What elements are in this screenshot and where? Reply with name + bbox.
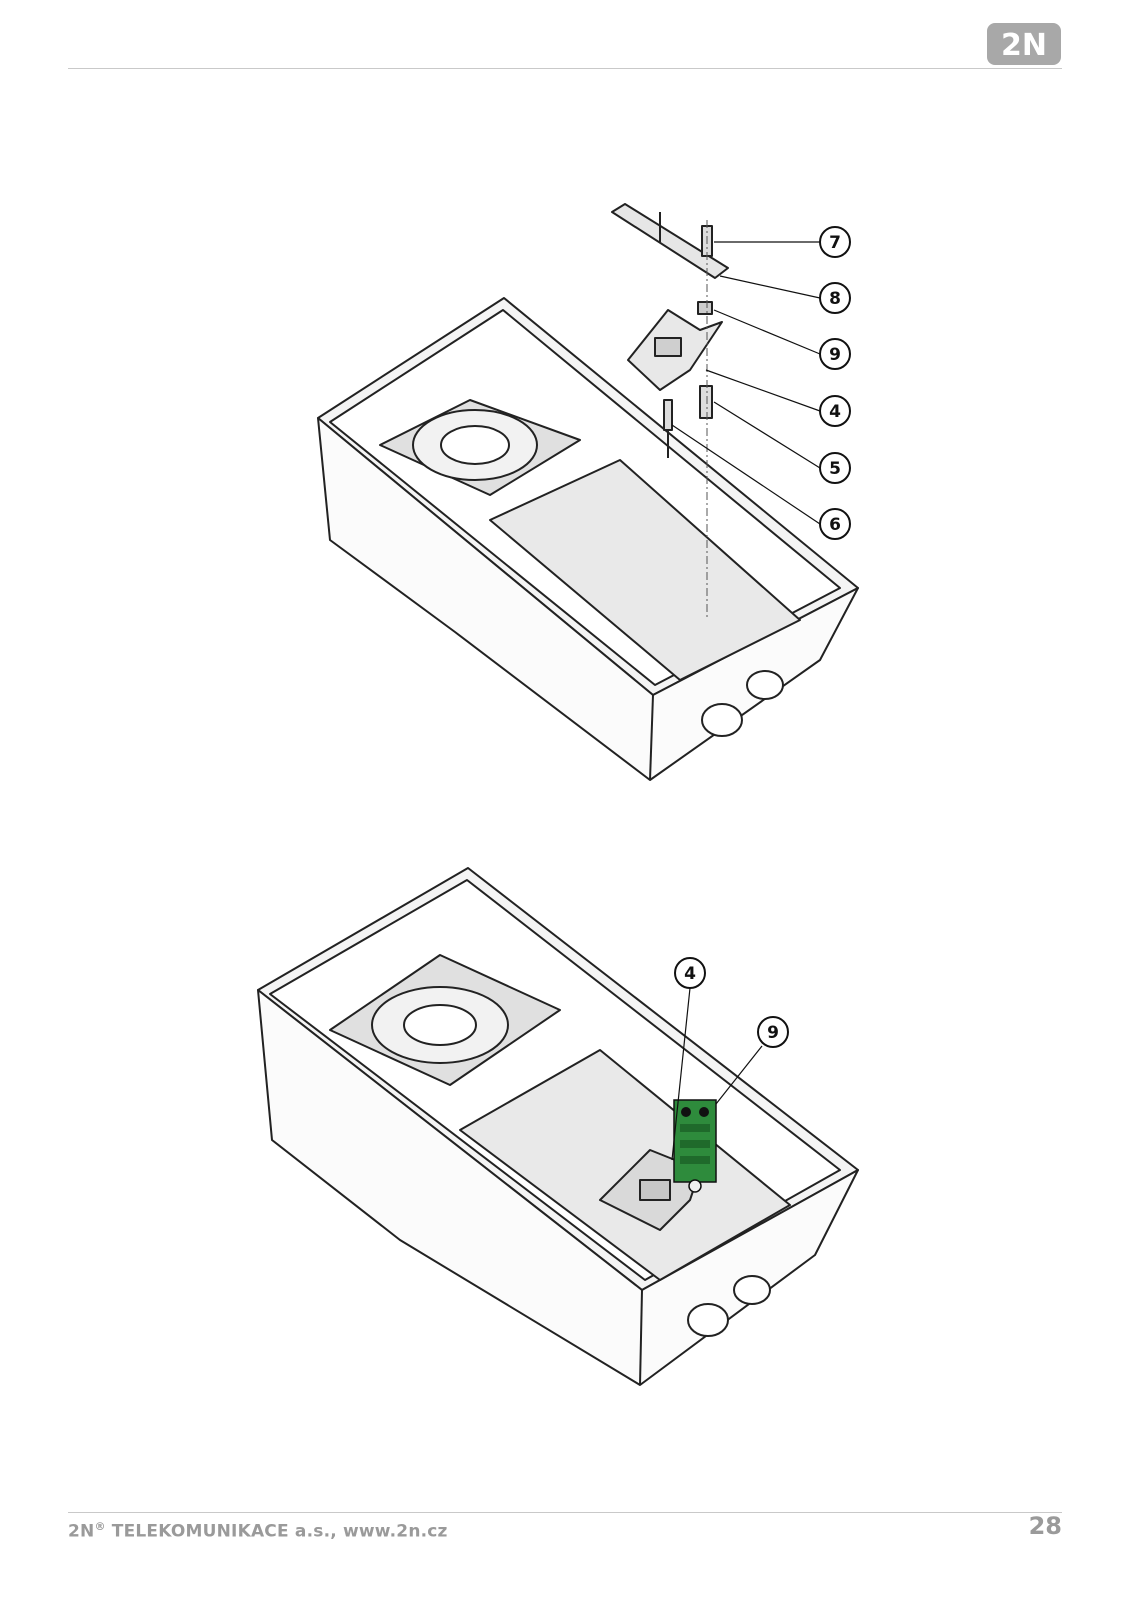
- footer-company: 2N® TELEKOMUNIKACE a.s., www.2n.cz: [68, 1520, 448, 1542]
- standoff: [700, 386, 712, 418]
- callout-9: 9: [758, 1017, 788, 1047]
- svg-text:4: 4: [684, 964, 696, 984]
- nut: [698, 302, 712, 314]
- svg-text:9: 9: [829, 345, 841, 365]
- exploded-assembly-figure: 7 8 9 4 5 6: [0, 190, 1132, 790]
- footer-divider: [68, 1512, 1062, 1513]
- svg-text:2N: 2N: [1001, 28, 1047, 63]
- svg-text:9: 9: [767, 1023, 779, 1043]
- callout-9: 9: [820, 339, 850, 369]
- callout-8: 8: [820, 283, 850, 313]
- svg-text:5: 5: [829, 459, 841, 479]
- callout-5: 5: [820, 453, 850, 483]
- header-divider: [68, 68, 1062, 69]
- assembled-figure: 4 9: [0, 860, 1132, 1420]
- callout-7: 7: [820, 227, 850, 257]
- terminal-module: [674, 1100, 716, 1192]
- pin: [664, 400, 672, 430]
- page-number: 28: [1029, 1512, 1062, 1540]
- svg-text:4: 4: [829, 402, 841, 422]
- callout-4: 4: [675, 958, 705, 988]
- callout-6: 6: [820, 509, 850, 539]
- callout-4: 4: [820, 396, 850, 426]
- svg-text:8: 8: [829, 289, 841, 309]
- svg-text:7: 7: [829, 233, 841, 253]
- svg-text:6: 6: [829, 515, 841, 535]
- brand-logo: 2N: [986, 22, 1062, 66]
